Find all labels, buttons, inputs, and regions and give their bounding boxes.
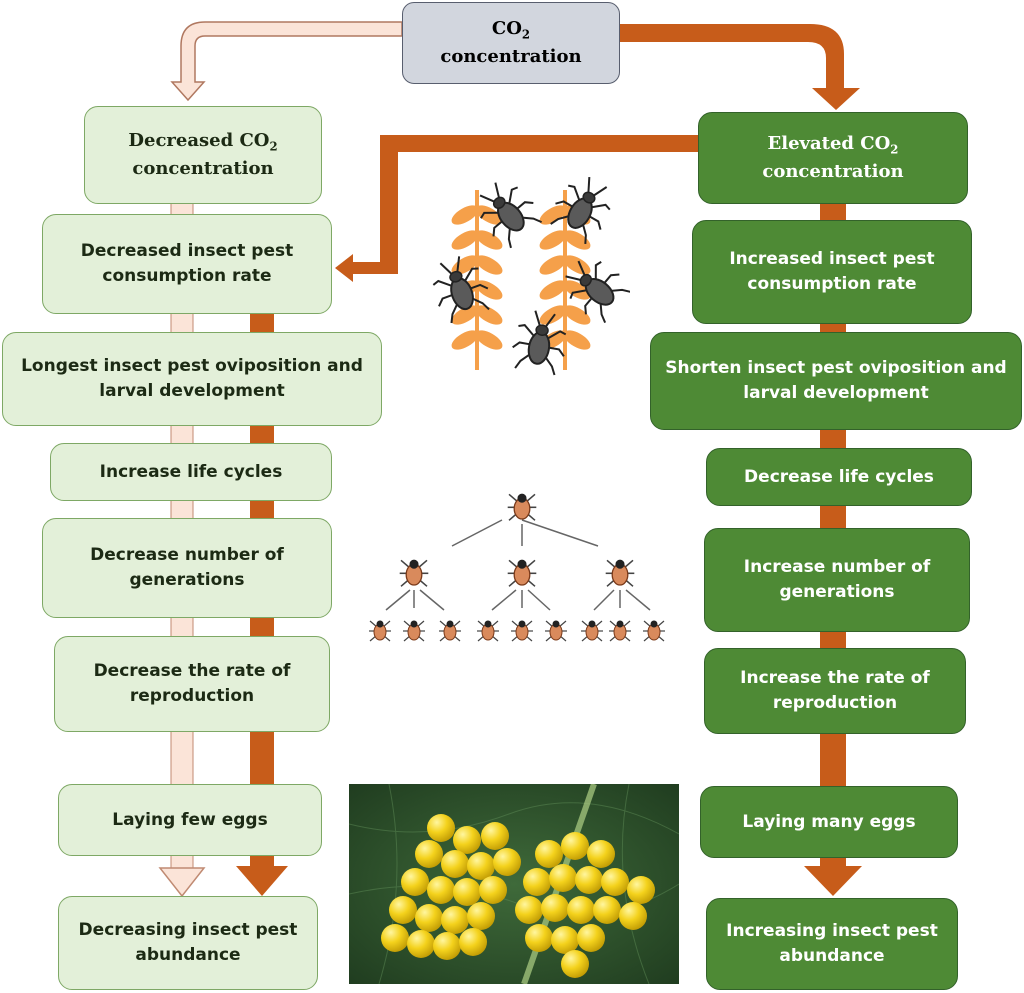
insect-eggs-photo — [349, 784, 679, 984]
shorten-oviposition-box: Shorten insect pest oviposition and larv… — [650, 332, 1022, 430]
decreased-consumption-box: Decreased insect pest consumption rate — [42, 214, 332, 314]
co2-concentration-box: CO2 concentration — [402, 2, 620, 84]
increase-generations-box: Increase number of generations — [704, 528, 970, 632]
decrease-life-cycles-box: Decrease life cycles — [706, 448, 972, 506]
grain-stalk-right-icon — [536, 190, 594, 370]
increased-consumption-box: Increased insect pest consumption rate — [692, 220, 972, 324]
beetle-icons — [368, 492, 666, 642]
increasing-abundance-box: Increasing insect pest abundance — [706, 898, 958, 990]
elevated-co2-box: Elevated CO2 concentration — [698, 112, 968, 204]
co2-title-line2: concentration — [440, 45, 582, 67]
pale-curved-arrow — [170, 21, 403, 102]
orange-curved-arrow-top — [620, 24, 860, 110]
co2-title: CO — [491, 18, 522, 40]
insects-on-grain-illustration — [424, 170, 630, 378]
decrease-generations-box: Decrease number of generations — [42, 518, 332, 618]
increase-reproduction-box: Increase the rate of reproduction — [704, 648, 966, 734]
decreased-co2-box: Decreased CO2 concentration — [84, 106, 322, 204]
orange-cross-arrow — [335, 135, 700, 282]
increase-life-cycles-box: Increase life cycles — [50, 443, 332, 501]
grain-stalk-left-icon — [448, 190, 506, 370]
reproduction-tree-illustration — [368, 492, 666, 642]
laying-many-eggs-box: Laying many eggs — [700, 786, 958, 858]
tree-lines — [385, 519, 651, 611]
decrease-reproduction-box: Decrease the rate of reproduction — [54, 636, 330, 732]
decreasing-abundance-box: Decreasing insect pest abundance — [58, 896, 318, 990]
longest-oviposition-box: Longest insect pest oviposition and larv… — [2, 332, 382, 426]
laying-few-eggs-box: Laying few eggs — [58, 784, 322, 856]
